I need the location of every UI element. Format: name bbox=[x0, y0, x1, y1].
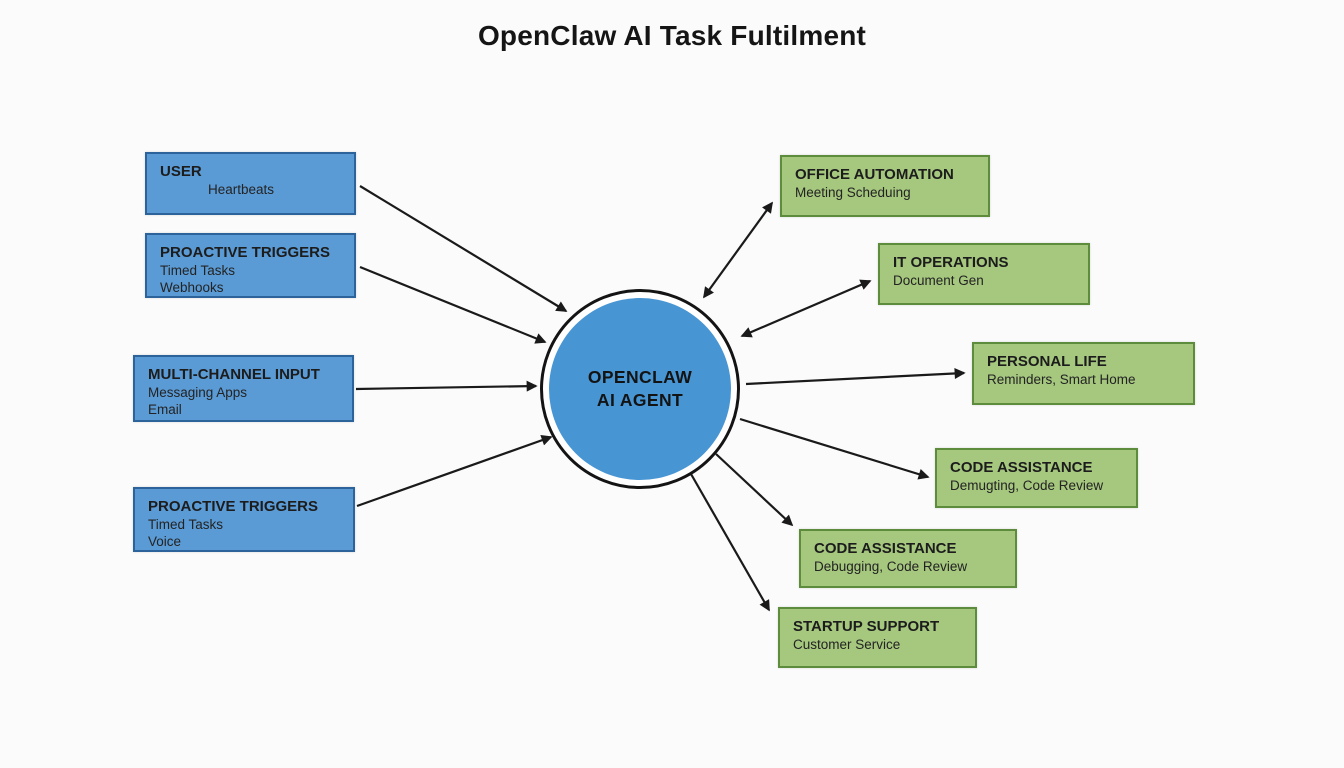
node-office-automation: OFFICE AUTOMATION Meeting Scheduing bbox=[780, 155, 990, 217]
node-title: MULTI-CHANNEL INPUT bbox=[148, 366, 320, 383]
agent-node: OPENCLAW AI AGENT bbox=[540, 289, 740, 489]
node-subtitle: Debugging, Code Review bbox=[814, 559, 968, 574]
arrow-agent-to-office-automation bbox=[703, 201, 773, 299]
node-subtitle: Reminders, Smart Home bbox=[987, 372, 1136, 387]
arrow-agent-to-code-assistance-bottom bbox=[715, 453, 794, 527]
arrow-proactive-triggers-top-to-agent bbox=[359, 265, 547, 344]
node-subtitle: Timed Tasks bbox=[148, 517, 224, 532]
node-it-operations: IT OPERATIONS Document Gen bbox=[878, 243, 1090, 305]
node-subtitle: Timed Tasks bbox=[160, 263, 236, 278]
arrow-agent-to-personal-life bbox=[745, 367, 966, 386]
node-subtitle: Document Gen bbox=[893, 273, 984, 288]
node-subtitle: Webhooks bbox=[160, 280, 224, 295]
agent-label: OPENCLAW AI AGENT bbox=[588, 366, 692, 412]
node-title: USER bbox=[160, 163, 202, 180]
node-startup-support: STARTUP SUPPORT Customer Service bbox=[778, 607, 977, 668]
node-subtitle: Email bbox=[148, 402, 182, 417]
node-title: STARTUP SUPPORT bbox=[793, 618, 940, 635]
node-title: CODE ASSISTANCE bbox=[950, 459, 1093, 476]
node-user: USER Heartbeats bbox=[145, 152, 356, 215]
arrow-multi-channel-input-to-agent bbox=[355, 380, 538, 392]
agent-circle: OPENCLAW AI AGENT bbox=[549, 298, 731, 480]
arrow-agent-to-startup-support bbox=[690, 473, 770, 612]
node-subtitle: Messaging Apps bbox=[148, 385, 248, 400]
node-code-assistance-top: CODE ASSISTANCE Demugting, Code Review bbox=[935, 448, 1138, 508]
node-title: PROACTIVE TRIGGERS bbox=[148, 498, 319, 515]
agent-label-line2: AI AGENT bbox=[596, 390, 684, 410]
node-subtitle: Meeting Scheduing bbox=[795, 185, 911, 200]
diagram-title: OpenClaw AI Task Fultilment bbox=[477, 20, 867, 51]
agent-label-line1: OPENCLAW bbox=[587, 367, 693, 387]
node-title: PROACTIVE TRIGGERS bbox=[160, 244, 331, 261]
node-title: PERSONAL LIFE bbox=[987, 353, 1107, 370]
arrow-proactive-triggers-bottom-to-agent bbox=[356, 434, 553, 508]
arrow-agent-to-code-assistance-top bbox=[739, 417, 930, 480]
node-subtitle: Heartbeats bbox=[208, 182, 275, 197]
node-title: IT OPERATIONS bbox=[893, 254, 1009, 271]
arrow-user-to-agent bbox=[359, 185, 568, 312]
node-title: OFFICE AUTOMATION bbox=[795, 166, 954, 183]
arrow-agent-to-it-operations bbox=[740, 279, 872, 338]
node-subtitle: Voice bbox=[148, 534, 182, 549]
node-subtitle: Demugting, Code Review bbox=[950, 478, 1104, 493]
node-title: CODE ASSISTANCE bbox=[814, 540, 957, 557]
node-subtitle: Customer Service bbox=[793, 637, 901, 652]
node-personal-life: PERSONAL LIFE Reminders, Smart Home bbox=[972, 342, 1195, 405]
node-code-assistance-bottom: CODE ASSISTANCE Debugging, Code Review bbox=[799, 529, 1017, 588]
